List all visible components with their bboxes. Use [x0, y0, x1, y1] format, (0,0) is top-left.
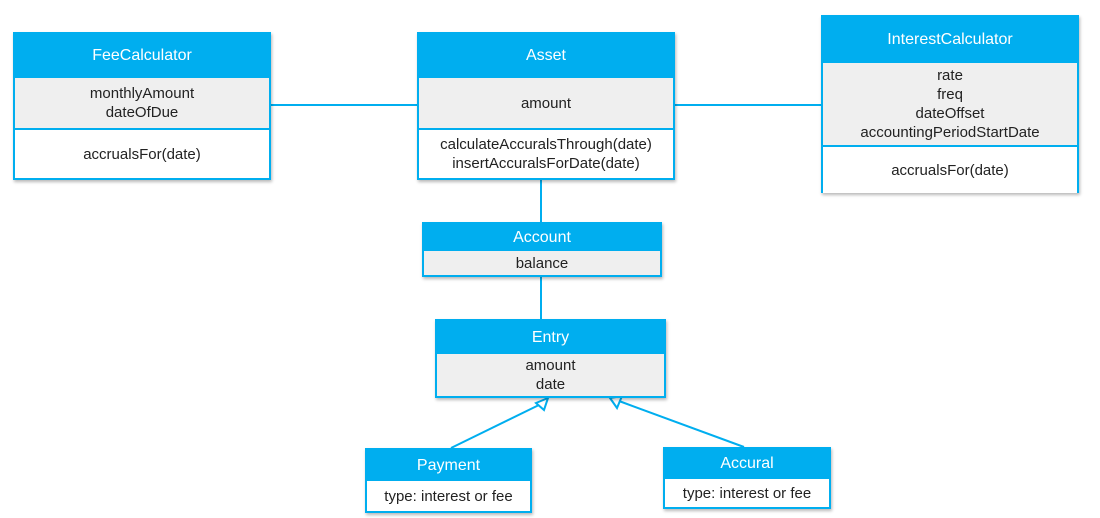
class-accural: Accural type: interest or fee [663, 447, 831, 509]
class-name: Asset [419, 34, 673, 78]
attributes-section: balance [424, 251, 660, 275]
class-entry: Entry amount date [435, 319, 666, 398]
attribute: accountingPeriodStartDate [860, 124, 1040, 141]
attributes-section: rate freq dateOffset accountingPeriodSta… [823, 63, 1077, 145]
class-name: Accural [665, 449, 829, 479]
class-account: Account balance [422, 222, 662, 277]
attribute: dateOffset [915, 105, 985, 122]
class-name: Entry [437, 321, 664, 354]
operations-section: accrualsFor(date) [15, 128, 269, 178]
attribute: freq [937, 86, 963, 103]
class-interest-calculator: InterestCalculator rate freq dateOffset … [821, 15, 1079, 193]
attribute: type: interest or fee [384, 487, 513, 505]
class-name: InterestCalculator [823, 17, 1077, 63]
attributes-section: type: interest or fee [665, 479, 829, 507]
attribute: type: interest or fee [682, 484, 812, 502]
attribute: amount [520, 94, 572, 112]
operations-section: accrualsFor(date) [823, 145, 1077, 193]
attributes-section: amount [419, 78, 673, 128]
attribute: date [535, 376, 566, 393]
attribute: monthlyAmount [89, 85, 195, 102]
attributes-section: type: interest or fee [367, 481, 530, 511]
operation: accrualsFor(date) [891, 161, 1009, 179]
attribute: rate [937, 67, 963, 84]
generalization-payment-entry [450, 403, 542, 449]
operation: calculateAccuralsThrough(date) [440, 136, 652, 153]
class-name: FeeCalculator [15, 34, 269, 78]
operations-section: calculateAccuralsThrough(date) insertAcc… [419, 128, 673, 178]
attribute: dateOfDue [105, 104, 179, 121]
generalization-accural-entry [618, 400, 745, 448]
class-name: Payment [367, 450, 530, 481]
class-payment: Payment type: interest or fee [365, 448, 532, 513]
attribute: amount [525, 357, 576, 374]
inheritance-arrowhead-payment [534, 396, 550, 412]
class-asset: Asset amount calculateAccuralsThrough(da… [417, 32, 675, 180]
attributes-section: monthlyAmount dateOfDue [15, 78, 269, 128]
operation: insertAccuralsForDate(date) [452, 155, 640, 172]
operation: accrualsFor(date) [83, 145, 201, 163]
attribute: balance [515, 254, 569, 272]
attributes-section: amount date [437, 354, 664, 396]
class-name: Account [424, 224, 660, 251]
class-fee-calculator: FeeCalculator monthlyAmount dateOfDue ac… [13, 32, 271, 180]
